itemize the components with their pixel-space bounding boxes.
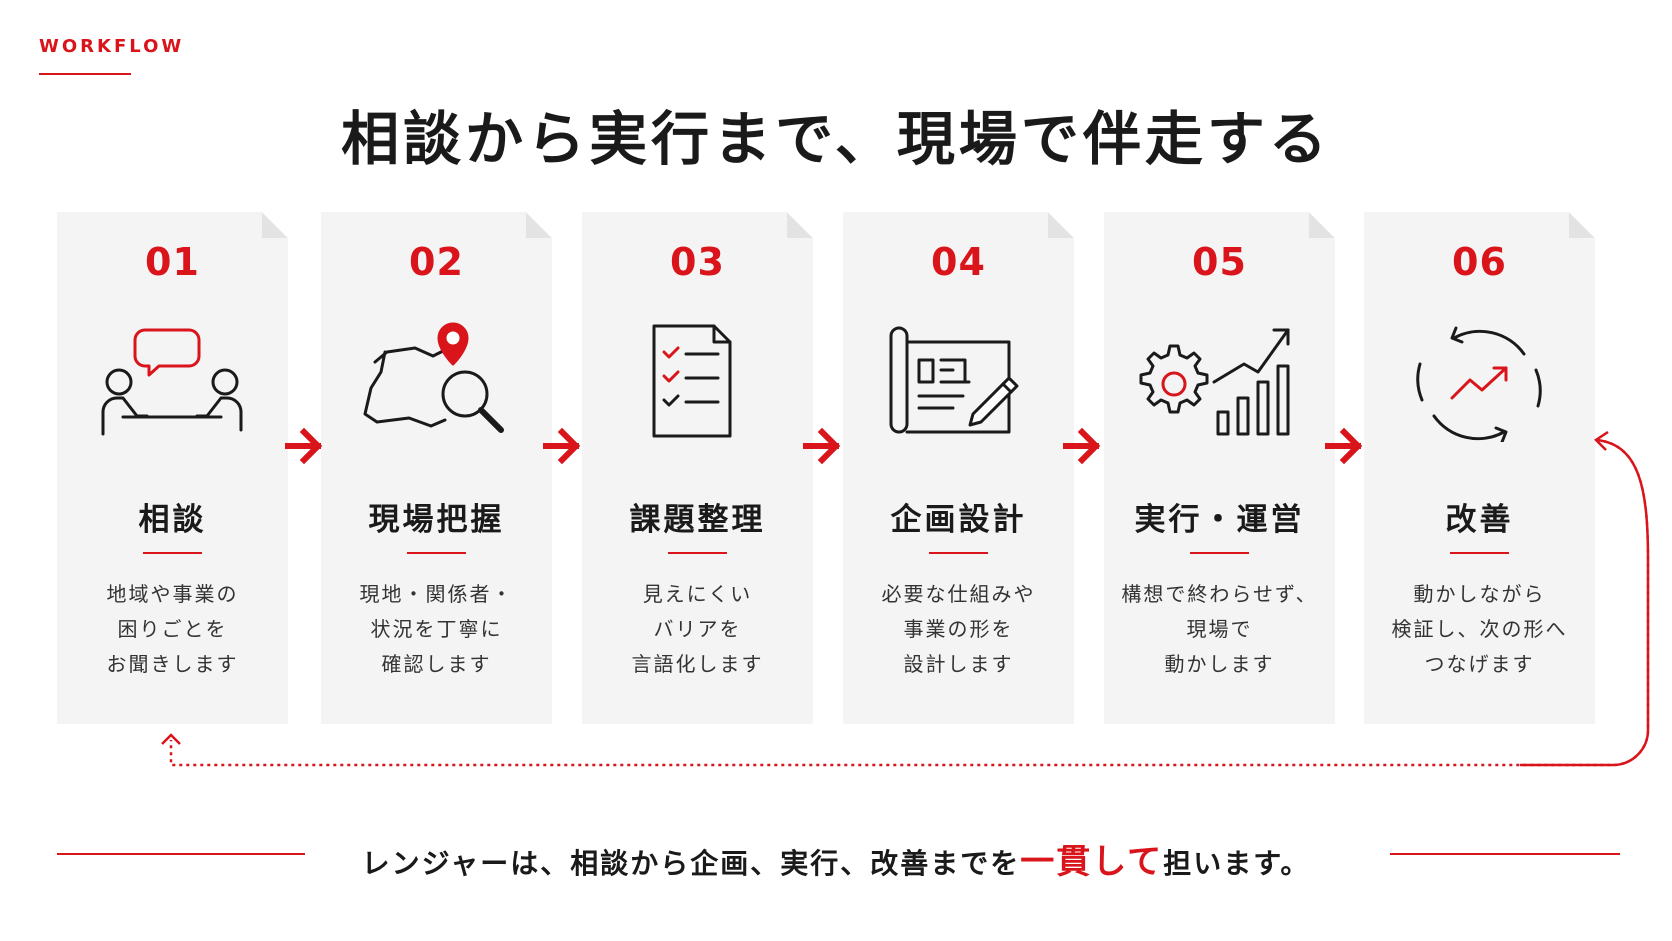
gear-growth-icon (1132, 322, 1302, 442)
step-number: 02 (409, 240, 464, 284)
tagline-text-end: 担います。 (1163, 847, 1311, 880)
desc-line: 状況を丁寧に (370, 617, 503, 641)
cycle-improve-icon (1404, 322, 1554, 442)
desc-line: 動かします (1164, 652, 1275, 676)
flow-arrow-icon (285, 427, 323, 465)
step-card-5: 05 実行・運営 構想で終わらせず、 現場で 動かします (1104, 212, 1335, 724)
step-card-6: 06 改善 動かしながら 検証し、次の形へ つなげます (1364, 212, 1595, 724)
step-title: 現場把握 (368, 502, 505, 538)
step-divider (143, 552, 202, 554)
desc-line: 事業の形を (903, 617, 1014, 641)
tagline-rule-right (1390, 853, 1620, 855)
desc-line: 見えにくい (642, 582, 753, 606)
step-description: 動かしながら 検証し、次の形へ つなげます (1364, 577, 1595, 682)
desc-line: 現場で (1186, 617, 1253, 641)
step-title: 企画設計 (890, 502, 1027, 538)
flow-arrow-icon (1063, 427, 1101, 465)
step-title: 相談 (138, 502, 207, 538)
step-card-2: 02 現場把握 現地・関係者・ 状況を丁寧に 確認します (321, 212, 552, 724)
step-description: 地域や事業の 困りごとを お聞きします (57, 577, 288, 682)
desc-line: 困りごとを (117, 617, 228, 641)
step-number: 04 (931, 240, 986, 284)
desc-line: つなげます (1424, 652, 1535, 676)
desc-line: 地域や事業の (106, 582, 239, 606)
step-number: 03 (670, 240, 725, 284)
card-fold-corner (1048, 212, 1074, 238)
step-divider (1450, 552, 1509, 554)
step-number: 05 (1192, 240, 1247, 284)
step-title: 課題整理 (629, 502, 766, 538)
step-divider (1190, 552, 1249, 554)
step-title: 実行・運営 (1134, 502, 1305, 538)
tagline: レンジャーは、相談から企画、実行、改善までを一貫して担います。 (0, 834, 1672, 883)
step-description: 現地・関係者・ 状況を丁寧に 確認します (321, 577, 552, 682)
blueprint-icon (883, 322, 1033, 442)
desc-line: 必要な仕組みや (881, 582, 1036, 606)
step-number: 01 (145, 240, 200, 284)
step-card-4: 04 企画設計 必要な仕組みや 事業の形を 設計します (843, 212, 1074, 724)
page-title: 相談から実行まで、現場で伴走する (341, 105, 1331, 173)
card-fold-corner (787, 212, 813, 238)
eyebrow-label: WORKFLOW (39, 36, 185, 57)
card-fold-corner (262, 212, 288, 238)
step-card-3: 03 課題整理 見えにくい バリアを 言語化します (582, 212, 813, 724)
desc-line: 確認します (381, 652, 492, 676)
desc-line: 動かしながら (1413, 582, 1546, 606)
desc-line: 現地・関係者・ (359, 582, 514, 606)
tagline-emphasis: 一貫して (1020, 842, 1164, 882)
step-divider (929, 552, 988, 554)
card-fold-corner (526, 212, 552, 238)
tagline-text: レンジャーは、相談から企画、実行、改善までを (361, 847, 1021, 880)
desc-line: 設計します (903, 652, 1014, 676)
step-divider (407, 552, 466, 554)
desc-line: 構想で終わらせず、 (1121, 582, 1318, 606)
flow-arrow-icon (1325, 427, 1363, 465)
eyebrow-underline (39, 73, 131, 75)
step-description: 見えにくい バリアを 言語化します (582, 577, 813, 682)
step-number: 06 (1452, 240, 1507, 284)
consultation-icon (97, 322, 247, 442)
flow-arrow-icon (803, 427, 841, 465)
step-description: 必要な仕組みや 事業の形を 設計します (843, 577, 1074, 682)
step-divider (668, 552, 727, 554)
tagline-rule-left (57, 853, 305, 855)
desc-line: お聞きします (106, 652, 239, 676)
map-search-icon (361, 322, 511, 442)
checklist-icon (622, 322, 772, 442)
desc-line: 言語化します (631, 652, 764, 676)
step-description: 構想で終わらせず、 現場で 動かします (1104, 577, 1335, 682)
desc-line: 検証し、次の形へ (1391, 617, 1568, 641)
desc-line: バリアを (653, 617, 742, 641)
flow-arrow-icon (543, 427, 581, 465)
card-fold-corner (1569, 212, 1595, 238)
card-fold-corner (1309, 212, 1335, 238)
step-title: 改善 (1445, 502, 1514, 538)
step-card-1: 01 相談 地域や事業の 困りごとを お聞きします (57, 212, 288, 724)
